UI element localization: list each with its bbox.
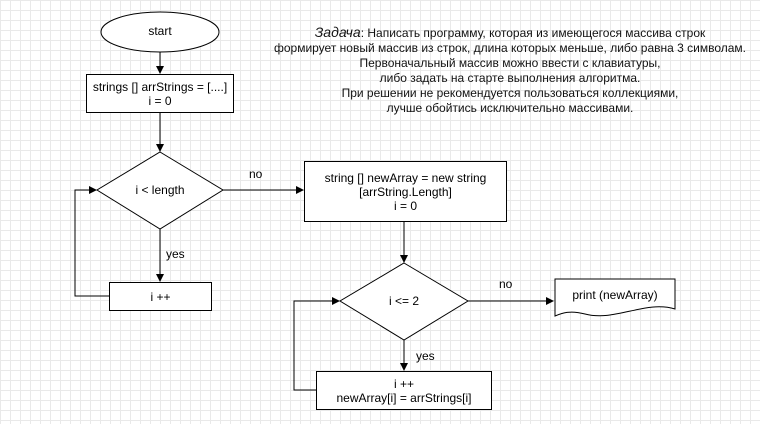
- yes-label-2: yes: [416, 349, 435, 363]
- cond1-label: i < length: [135, 183, 185, 197]
- yes-label-1: yes: [166, 247, 185, 261]
- init-block[interactable]: strings [] arrStrings = [....] i = 0: [86, 74, 234, 113]
- increment-block-1[interactable]: i ++: [109, 282, 212, 311]
- start-label: start: [148, 24, 172, 38]
- task-line-5: При решении не рекомендуется пользоватьс…: [341, 86, 679, 100]
- no-label-2: no: [499, 277, 513, 291]
- task-line-1: : Написать программу, которая из имеющег…: [360, 26, 706, 40]
- loop-body-block[interactable]: i ++ newArray[i] = arrStrings[i]: [316, 371, 492, 410]
- no-label-1: no: [249, 167, 263, 181]
- task-description: Задача: Написать программу, которая из и…: [270, 25, 750, 116]
- task-line-4: либо задать на старте выполнения алгорит…: [379, 71, 641, 85]
- cond2-label: i <= 2: [388, 294, 420, 308]
- connector-loop1-back: [74, 186, 109, 297]
- connector-loop2-back: [293, 297, 340, 391]
- task-line-6: лучше обойтись исключительно массивами.: [386, 101, 634, 115]
- task-line-3: Первоначальный массив можно ввести с кла…: [359, 56, 661, 70]
- print-label: print (newArray): [572, 288, 658, 302]
- task-line-2: формирует новый массив из строк, длина к…: [273, 41, 747, 55]
- print-output-shape[interactable]: [554, 278, 676, 317]
- task-heading: Задача: [314, 24, 361, 40]
- new-array-block[interactable]: string [] newArray = new string [arrStri…: [304, 161, 507, 222]
